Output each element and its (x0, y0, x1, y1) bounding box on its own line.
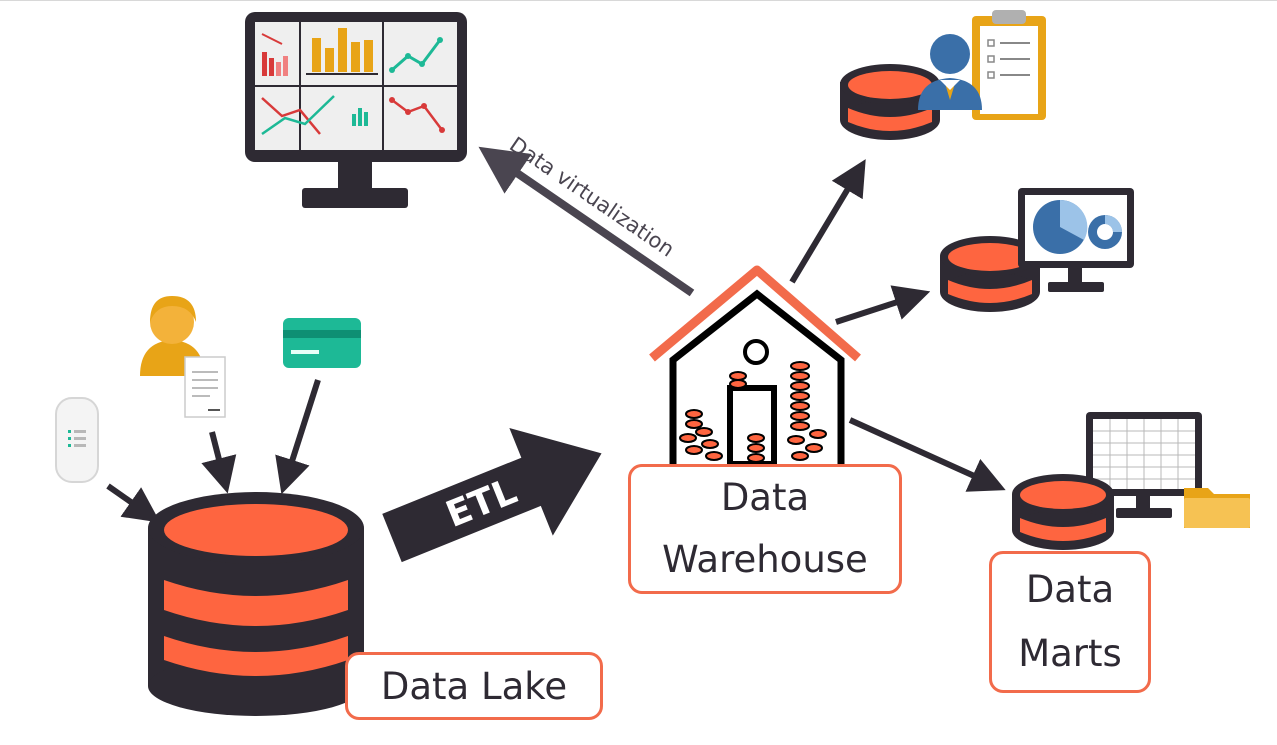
etl-arrow: ETL (382, 428, 602, 563)
top-border (0, 0, 1277, 1)
data-virtualization-arrow: Data virtualization (478, 132, 695, 297)
credit-card-icon (283, 318, 361, 368)
warehouse-to-marts-arrow (848, 417, 1006, 492)
warehouse-to-business-arrow (789, 159, 866, 284)
bi-dashboard-monitor-icon (245, 12, 467, 208)
pie-chart-monitor-icon (940, 188, 1134, 312)
data-warehouse-house-icon (649, 265, 861, 467)
data-lake-database-icon (148, 492, 364, 716)
mobile-to-lake-arrow (106, 483, 161, 523)
person-document-icon (140, 296, 226, 418)
person-to-lake-arrow (201, 431, 237, 494)
data-warehouse-text-line1: Data (720, 476, 810, 519)
data-marts-text-line2: Marts (1018, 632, 1122, 675)
spreadsheet-monitor-icon (1086, 412, 1202, 518)
business-user-clipboard-icon (840, 10, 1046, 140)
data-warehouse-text-line2: Warehouse (662, 538, 868, 581)
data-warehouse-label: Data Warehouse (628, 464, 902, 594)
data-lake-label: Data Lake (345, 652, 603, 720)
warehouse-to-analytics-arrow (835, 285, 931, 325)
data-marts-label: Data Marts (989, 551, 1151, 693)
data-virtualization-label: Data virtualization (505, 132, 679, 261)
folder-icon (1184, 488, 1250, 528)
mobile-device-icon (55, 397, 99, 483)
data-marts-text-line1: Data (1025, 568, 1115, 611)
card-to-lake-arrow (275, 379, 321, 495)
data-lake-text: Data Lake (380, 664, 568, 708)
data-marts-database-icon (1012, 474, 1114, 550)
